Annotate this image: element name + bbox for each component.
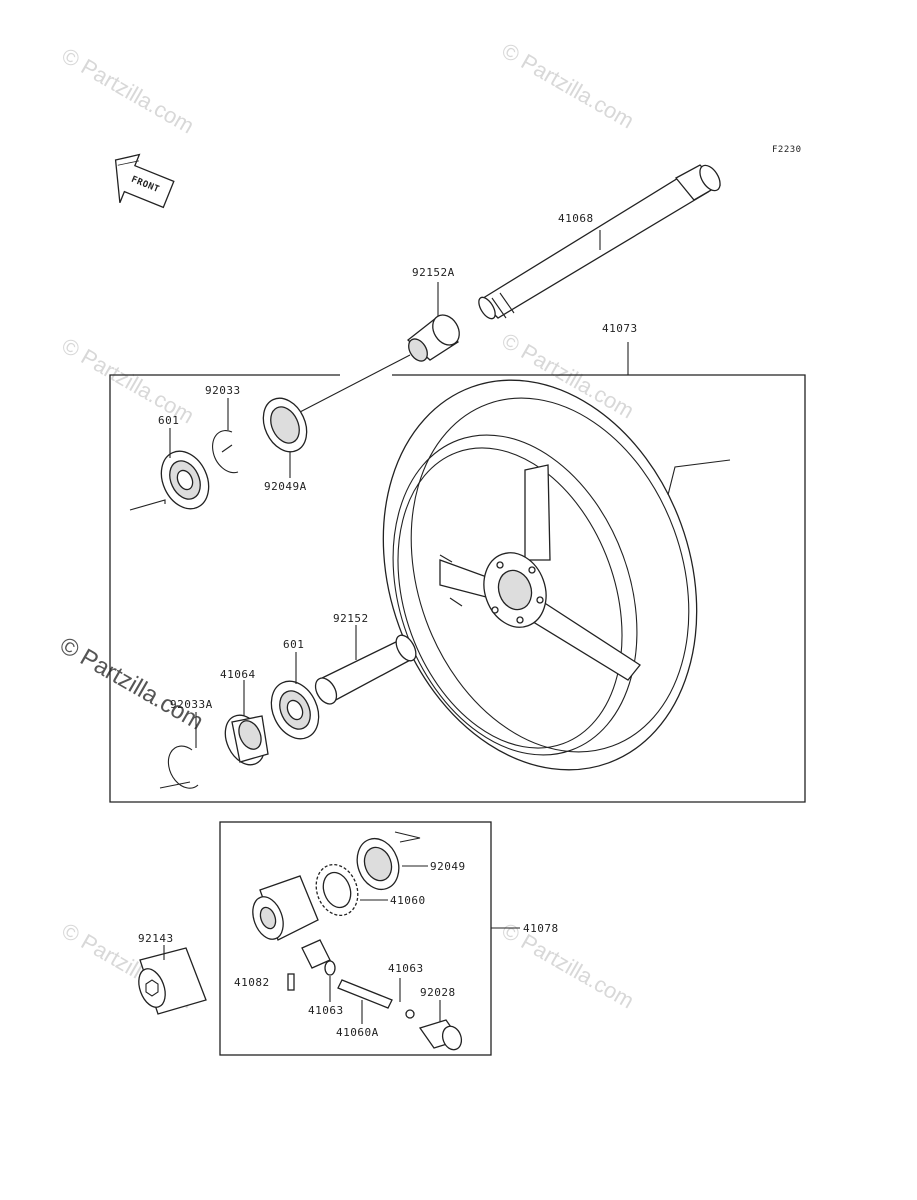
label-41063-a: 41063 (388, 962, 424, 975)
label-41082: 41082 (234, 976, 270, 989)
socket-92143-shape (138, 947, 207, 1015)
bearing-601-top-shape (160, 450, 210, 510)
axle-shape (478, 164, 722, 320)
label-601-top: 601 (158, 414, 179, 427)
collar-41064-shape (224, 714, 269, 766)
spacer-92152a-shape (406, 314, 460, 362)
label-92152a: 92152A (412, 266, 455, 279)
label-41060a: 41060A (336, 1026, 379, 1039)
label-92028: 92028 (420, 986, 456, 999)
diagram-code: F2230 (772, 145, 802, 155)
pin-41082-shape (287, 973, 295, 991)
watermark-2: © Partzilla.com (498, 38, 639, 134)
pinion-41060a-shape (324, 960, 415, 1019)
label-41068: 41068 (558, 212, 594, 225)
label-92049: 92049 (430, 860, 466, 873)
front-arrow-icon: FRONT (114, 153, 175, 209)
watermark-strong: ©Partzilla.com (55, 632, 208, 736)
wheel-group-box (109, 374, 806, 803)
bearing-601-bottom-shape (270, 680, 320, 740)
collar-92152-shape (314, 634, 417, 705)
label-41060: 41060 (390, 894, 426, 907)
label-601-bottom: 601 (283, 638, 304, 651)
label-92049a: 92049A (264, 480, 307, 493)
wheel-shape (382, 379, 698, 771)
bushing-92028-shape (418, 1019, 463, 1051)
seal-92049-shape (356, 837, 400, 891)
meter-gear-box (219, 821, 492, 1056)
watermark-strong-text: Partzilla.com (76, 644, 208, 736)
label-41073: 41073 (602, 322, 638, 335)
seal-92049a-shape (262, 397, 308, 453)
label-92152: 92152 (333, 612, 369, 625)
circlip-92033a-shape (167, 745, 199, 789)
circlip-92033-shape (212, 430, 239, 474)
label-41063-b: 41063 (308, 1004, 344, 1017)
gear-41060-shape (315, 863, 359, 917)
watermark-7: © Partzilla.com (498, 918, 639, 1014)
label-41078: 41078 (523, 922, 559, 935)
watermark-1: © Partzilla.com (58, 43, 199, 139)
label-92033a: 92033A (170, 698, 213, 711)
label-92033: 92033 (205, 384, 241, 397)
label-41064: 41064 (220, 668, 256, 681)
label-92143: 92143 (138, 932, 174, 945)
gear-housing-shape (252, 875, 331, 969)
